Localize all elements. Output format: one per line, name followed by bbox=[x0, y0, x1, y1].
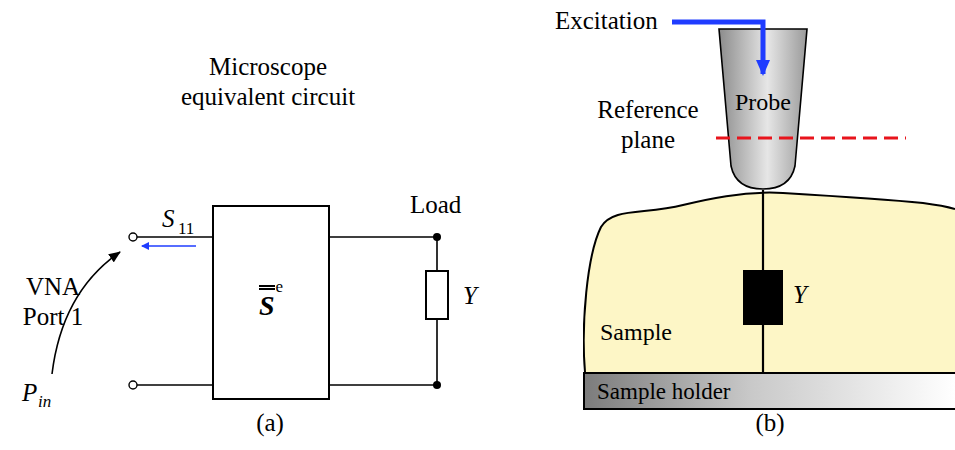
matrix-symbol: S bbox=[259, 285, 275, 320]
sample-fill bbox=[584, 193, 955, 373]
admittance-label: Y bbox=[793, 280, 807, 310]
sample-label: Sample bbox=[600, 318, 672, 347]
probe-label: Probe bbox=[718, 88, 808, 117]
symbol-group: Se bbox=[214, 207, 328, 398]
junction-dot bbox=[433, 381, 441, 389]
port-terminal bbox=[129, 381, 137, 389]
reference-plane-label: Reference plane bbox=[585, 95, 711, 155]
load-resistor: Y bbox=[425, 270, 449, 320]
admittance-label: Y bbox=[463, 281, 477, 311]
matrix-superscript: e bbox=[276, 277, 284, 297]
port-wire bbox=[137, 236, 212, 238]
wire-connector bbox=[330, 320, 437, 385]
panel-letter: (b) bbox=[750, 408, 790, 438]
wire-connector bbox=[762, 190, 764, 270]
parameter-symbol: S bbox=[162, 204, 175, 234]
probe-outline bbox=[719, 29, 807, 189]
sample-admittance: Y bbox=[743, 270, 783, 325]
port-terminal bbox=[129, 233, 137, 241]
excitation-label: Excitation bbox=[555, 6, 658, 36]
s-parameter-box: Se bbox=[212, 205, 330, 400]
reference-plane-line bbox=[716, 137, 906, 140]
panel-letter: (a) bbox=[250, 408, 290, 438]
load-label: Load bbox=[410, 190, 461, 220]
wire-connector bbox=[762, 325, 764, 372]
port-wire bbox=[137, 384, 212, 386]
parameter-subscript: 11 bbox=[178, 219, 194, 239]
sample-holder: Sample holder bbox=[583, 372, 955, 410]
sample-outline bbox=[584, 193, 955, 373]
power-symbol: P bbox=[22, 378, 37, 408]
probe-tip: Probe bbox=[718, 28, 808, 190]
holder-label: Sample holder bbox=[597, 378, 731, 406]
junction-dot bbox=[433, 233, 441, 241]
power-subscript: in bbox=[38, 392, 51, 412]
wire-connector bbox=[330, 237, 437, 270]
sample-body: Sample Y bbox=[583, 185, 955, 372]
port-label: VNA Port 1 bbox=[14, 272, 92, 332]
figure-title: Microscope equivalent circuit bbox=[168, 52, 368, 112]
excitation-arrow bbox=[672, 22, 763, 74]
reflection-arrow bbox=[142, 245, 196, 247]
